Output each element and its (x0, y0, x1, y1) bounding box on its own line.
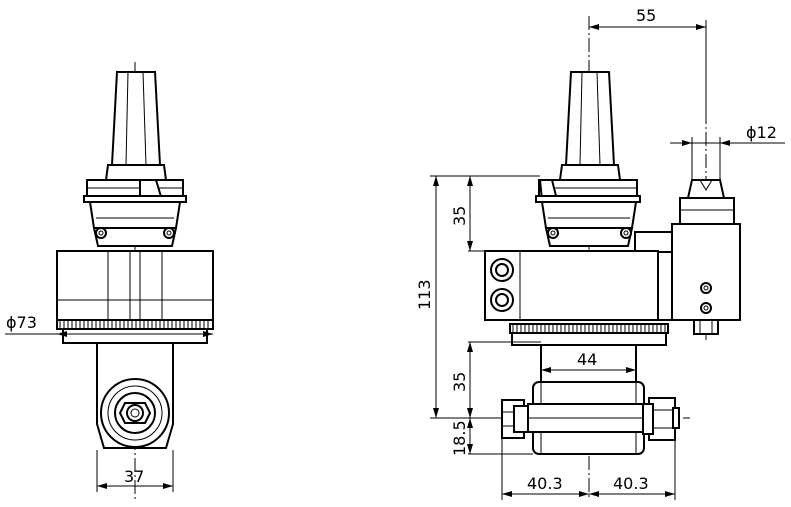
side-dim-output-diameter: ϕ12 (670, 123, 785, 146)
side-dim-collet-offset-label: 18.5 (450, 420, 469, 456)
side-dim-lower-height-label: 35 (450, 372, 469, 392)
side-dim-taper-height: 35 (450, 176, 473, 251)
front-knurled-ring (56, 319, 214, 344)
side-dim-reach: 40.3 40.3 (501, 438, 676, 500)
front-dim-bottom-width: 37 (96, 450, 174, 492)
side-dim-left-reach-label: 40.3 (527, 474, 563, 493)
side-view: 55 ϕ12 35 113 (415, 6, 785, 500)
side-dim-overall-height: 113 (415, 176, 439, 418)
side-dim-spindle-offset-label: 55 (636, 6, 656, 25)
side-left-collet (501, 399, 529, 439)
side-lower-body (527, 344, 650, 455)
side-housing (484, 250, 659, 321)
front-housing (56, 250, 214, 321)
side-output-arm (634, 137, 741, 335)
side-dim-spindle-offset: 55 (589, 6, 707, 110)
front-dim-bottom-width-label: 37 (124, 467, 144, 486)
side-dim-body-width-label: 44 (577, 350, 597, 369)
side-dim-output-diameter-label: ϕ12 (746, 123, 777, 142)
side-taper-shank (558, 71, 622, 181)
front-lower-body (96, 342, 174, 449)
side-dim-right-reach-label: 40.3 (613, 474, 649, 493)
side-right-collet (642, 397, 680, 441)
front-dim-flange-diameter-label: ϕ73 (6, 313, 37, 332)
front-dim-flange-diameter: ϕ73 (5, 313, 213, 337)
front-taper-shank (104, 71, 168, 181)
side-dim-lower-height: 35 (450, 342, 473, 418)
side-dim-body-width: 44 (541, 350, 636, 373)
side-dim-overall-height-label: 113 (415, 279, 434, 310)
side-dim-taper-height-label: 35 (450, 206, 469, 226)
front-flange (83, 179, 187, 247)
side-dim-collet-offset: 18.5 (450, 418, 473, 456)
side-flange (535, 179, 641, 247)
front-view: ϕ73 37 (5, 62, 214, 500)
side-knurled-ring (509, 323, 669, 346)
